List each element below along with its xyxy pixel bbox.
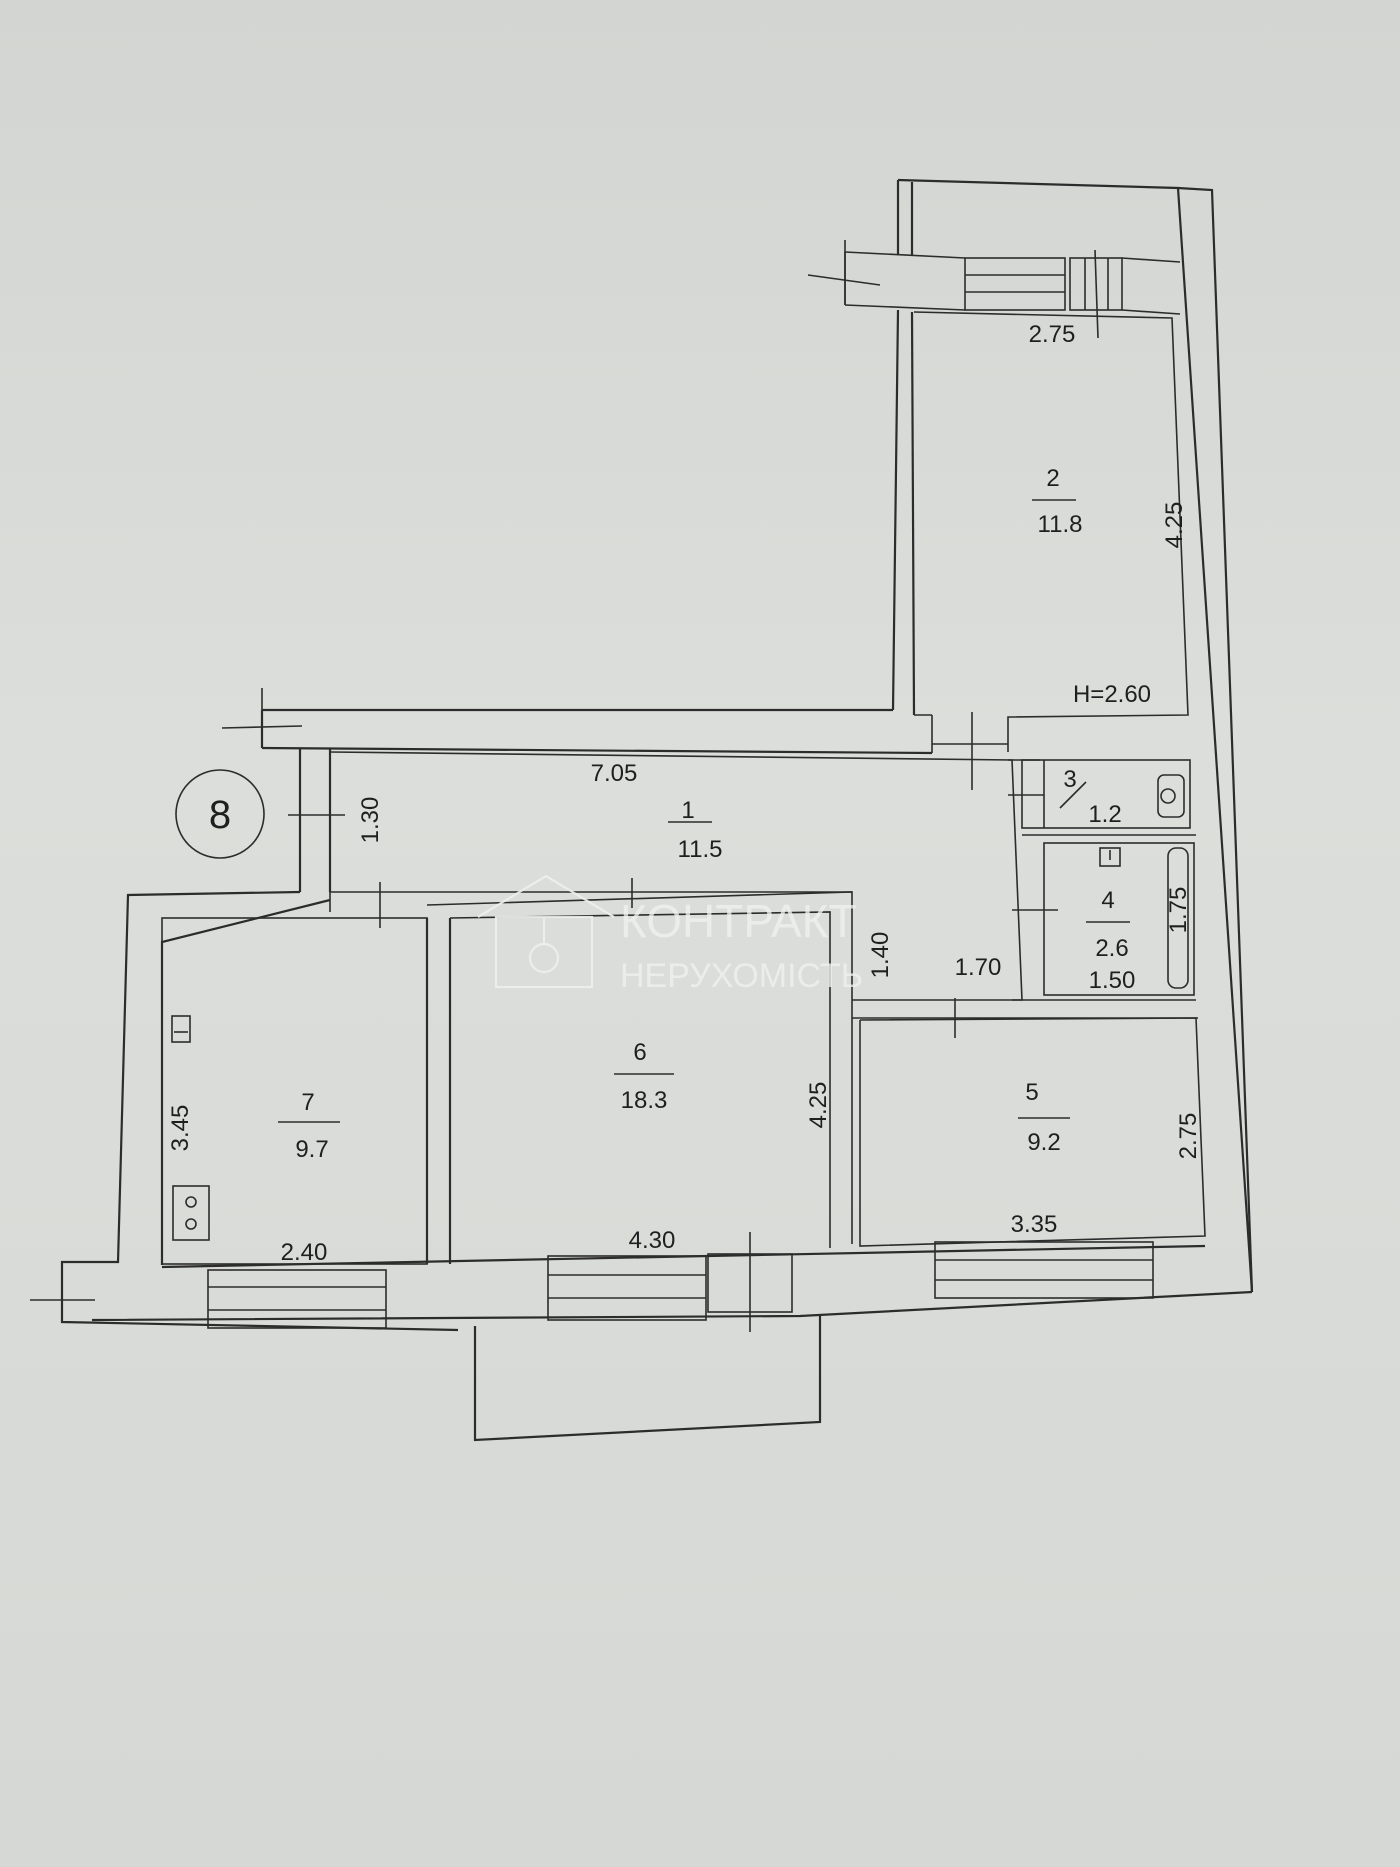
room-6-walls bbox=[426, 891, 853, 1262]
room-4-area: 2.6 bbox=[1095, 935, 1128, 962]
watermark: КОНТРАКТ НЕРУХОМІСТЬ bbox=[477, 874, 863, 995]
room-5-number: 5 bbox=[1025, 1079, 1038, 1106]
top-window bbox=[844, 251, 1181, 315]
room-1-walls bbox=[329, 751, 1023, 1001]
bottom-windows bbox=[207, 1241, 1154, 1329]
dim-room6-width: 4.30 bbox=[629, 1227, 676, 1254]
room-2-number: 2 bbox=[1046, 465, 1059, 492]
dim-room6-length: 4.25 bbox=[805, 1082, 832, 1129]
dim-bath-length: 1.75 bbox=[1165, 887, 1192, 934]
dim-room2-length: 4.25 bbox=[1161, 502, 1188, 549]
dim-hall-depth: 1.40 bbox=[867, 932, 894, 979]
dim-room7-width: 2.40 bbox=[281, 1239, 328, 1266]
ceiling-height: H=2.60 bbox=[1073, 681, 1151, 708]
room-2-area: 11.8 bbox=[1038, 511, 1083, 538]
watermark-house-icon bbox=[477, 874, 615, 918]
dim-room5-length: 2.75 bbox=[1175, 1113, 1202, 1160]
dim-room2-width: 2.75 bbox=[1029, 321, 1076, 348]
room-3-area: 1.2 bbox=[1088, 801, 1121, 828]
room-6-number: 6 bbox=[633, 1039, 646, 1066]
dimension-labels: 2.75 4.25 H=2.60 7.05 1.30 1.40 1.70 1.7… bbox=[167, 321, 1202, 1266]
door-markers bbox=[30, 240, 1099, 1332]
wc-bath-walls bbox=[852, 759, 1198, 1019]
dim-room7-length: 3.45 bbox=[167, 1105, 194, 1152]
room-4-number: 4 bbox=[1101, 887, 1114, 914]
room-3-number: 3 bbox=[1063, 766, 1076, 793]
dim-corridor-width: 1.30 bbox=[357, 797, 384, 844]
apartment-number-circle bbox=[175, 769, 265, 859]
room-7-area: 9.7 bbox=[295, 1136, 328, 1163]
watermark-line-1: КОНТРАКТ bbox=[620, 895, 857, 947]
apartment-number: 8 bbox=[209, 793, 231, 837]
room-1-area: 11.5 bbox=[678, 836, 723, 863]
room-5-walls bbox=[859, 1017, 1206, 1247]
room-5-area: 9.2 bbox=[1027, 1129, 1060, 1156]
dim-bath-width: 1.50 bbox=[1089, 967, 1136, 994]
room-2-walls bbox=[913, 311, 1189, 753]
dim-corridor-length: 7.05 bbox=[591, 760, 638, 787]
room-6-area: 18.3 bbox=[621, 1087, 668, 1114]
room-1-number: 1 bbox=[681, 797, 694, 824]
room-7-number: 7 bbox=[301, 1089, 314, 1116]
dim-room5-width: 3.35 bbox=[1011, 1211, 1058, 1238]
watermark-line-2: НЕРУХОМІСТЬ bbox=[620, 957, 863, 995]
dim-hall-width: 1.70 bbox=[955, 954, 1002, 981]
room-labels: 2 11.8 1 11.5 3 1.2 4 2.6 5 9.2 6 18.3 7… bbox=[278, 465, 1130, 1163]
